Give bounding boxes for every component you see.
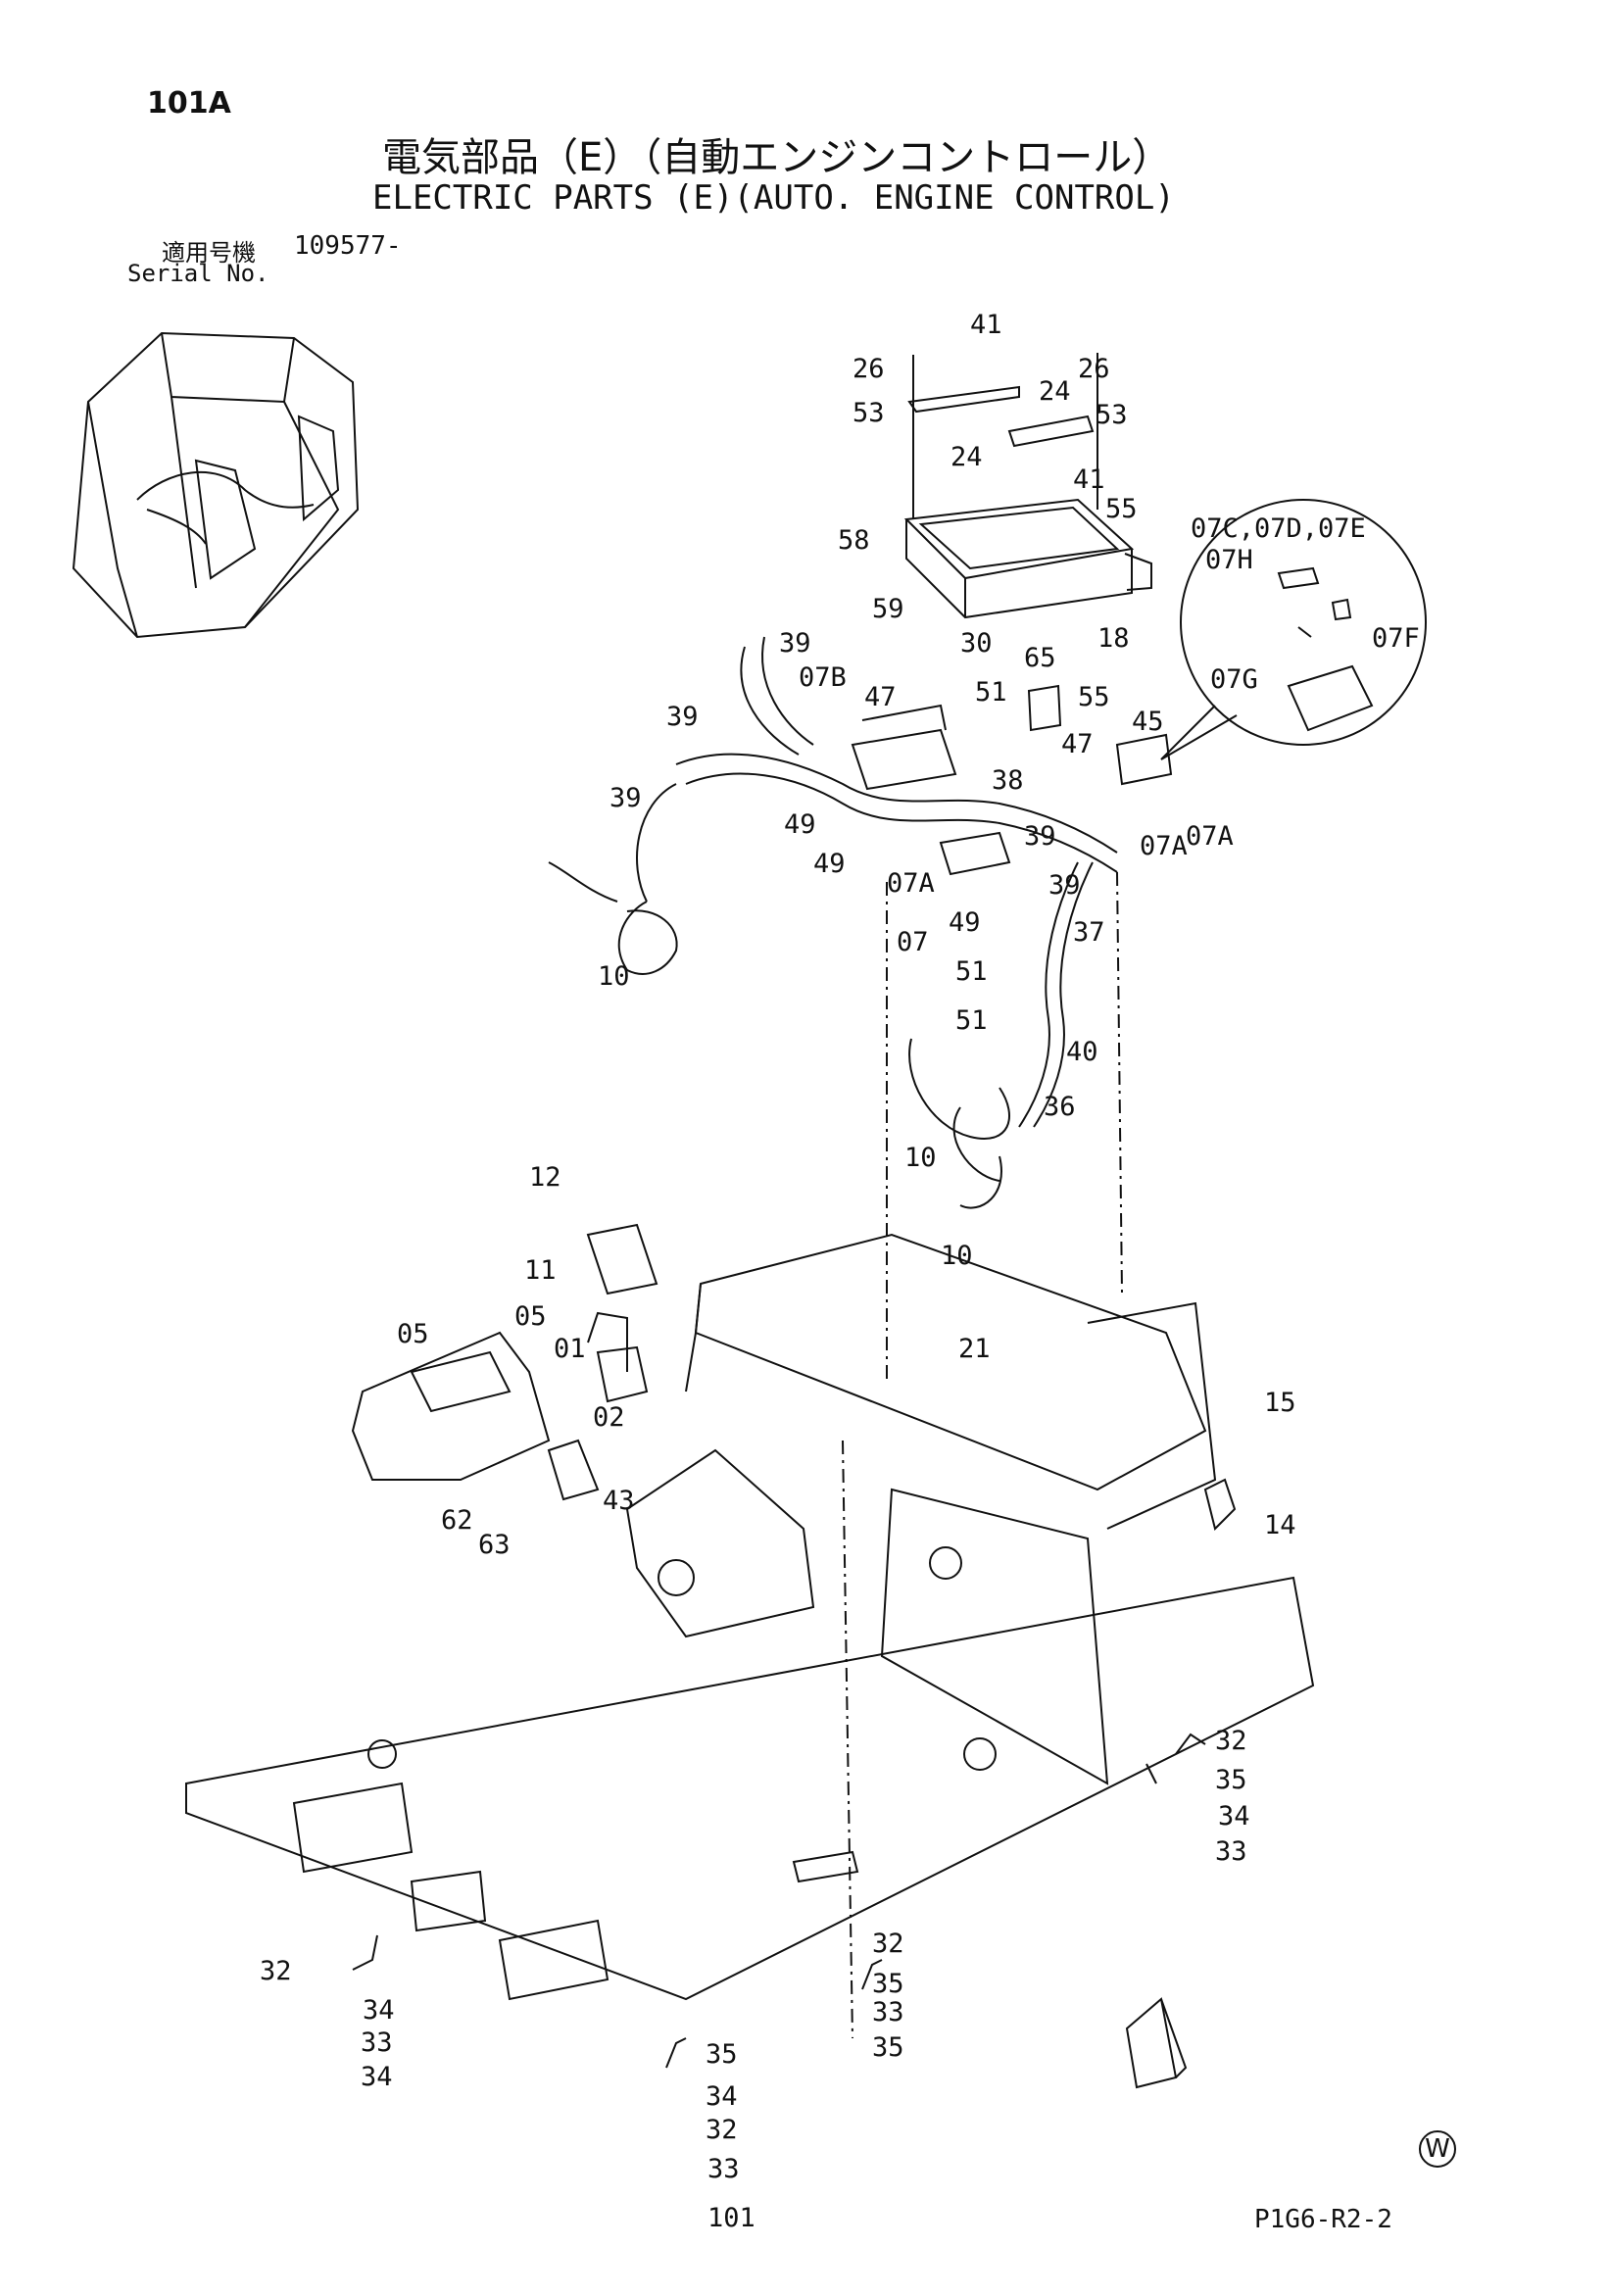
callout-label-42: 10 <box>904 1143 937 1173</box>
connector-detail-bubble <box>1160 499 1427 760</box>
callout-label-50: 01 <box>554 1334 586 1364</box>
assembly-center-lines <box>842 871 1123 2039</box>
callout-label-34: 39 <box>1048 870 1081 901</box>
callout-label-59: 34 <box>1218 1801 1250 1832</box>
serial-number-value: 109577- <box>294 231 402 261</box>
callout-label-9: 58 <box>838 525 870 556</box>
callout-label-25: 47 <box>1061 729 1094 759</box>
callout-label-61: 32 <box>260 1956 292 1986</box>
callout-label-26: 38 <box>992 765 1024 796</box>
callout-label-66: 34 <box>706 2081 738 2112</box>
serial-label-english: Serial No. <box>127 260 269 287</box>
callout-label-2: 26 <box>1078 354 1110 384</box>
serial-label-japanese: 適用号機 <box>162 239 256 267</box>
callout-label-65: 34 <box>363 1995 395 2026</box>
callout-label-10: 18 <box>1097 623 1130 654</box>
callout-label-73: 101 <box>707 2203 755 2233</box>
callout-label-11: 07C,07D,07E <box>1191 513 1366 544</box>
callout-label-39: 51 <box>955 956 988 987</box>
callout-label-46: 11 <box>524 1255 557 1286</box>
callout-label-72: 33 <box>707 2154 740 2184</box>
callout-label-7: 41 <box>1073 464 1105 495</box>
callout-label-19: 65 <box>1024 643 1056 673</box>
callout-label-52: 02 <box>593 1402 625 1433</box>
callout-label-51: 15 <box>1264 1388 1296 1418</box>
callout-label-14: 07G <box>1210 664 1258 695</box>
callout-label-13: 07F <box>1372 623 1420 654</box>
callout-label-55: 63 <box>478 1530 511 1560</box>
callout-label-49: 05 <box>514 1301 547 1332</box>
callout-label-8: 55 <box>1105 494 1138 524</box>
switch-panel <box>351 1223 1237 1531</box>
callout-label-31: 07A <box>1140 831 1188 861</box>
callout-label-32: 49 <box>813 849 846 879</box>
callout-label-36: 49 <box>949 907 981 938</box>
callout-label-5: 53 <box>1096 400 1128 430</box>
callout-label-24: 39 <box>666 702 699 732</box>
callout-label-63: 35 <box>706 2039 738 2070</box>
callout-label-41: 40 <box>1066 1037 1098 1067</box>
page-title-japanese: 電気部品（E）（自動エンジンコントロール） <box>382 135 1172 180</box>
page-number: 101A <box>147 86 231 121</box>
callout-label-12: 07H <box>1205 545 1253 575</box>
callout-label-48: 05 <box>397 1319 429 1349</box>
callout-label-69: 32 <box>706 2115 738 2145</box>
callout-label-18: 30 <box>960 628 993 659</box>
callout-label-44: 12 <box>529 1162 561 1193</box>
callout-label-45: 10 <box>941 1241 973 1271</box>
callout-label-67: 33 <box>872 1997 904 2027</box>
callout-label-20: 47 <box>864 682 897 712</box>
callout-label-71: 34 <box>361 2062 393 2092</box>
callout-label-35: 07 <box>897 927 929 957</box>
callout-label-60: 33 <box>1215 1836 1247 1867</box>
callout-label-37: 37 <box>1073 917 1105 948</box>
callout-label-56: 14 <box>1264 1510 1296 1540</box>
callout-label-47: 21 <box>958 1334 991 1364</box>
callout-label-70: 35 <box>872 2032 904 2063</box>
w-mark: W <box>1419 2130 1456 2168</box>
wire-harness <box>548 636 1173 1209</box>
callout-label-68: 33 <box>361 2027 393 2058</box>
callout-label-64: 35 <box>872 1969 904 1999</box>
manual-holder-101 <box>1125 1997 1188 2089</box>
callout-label-0: 26 <box>853 354 885 384</box>
callout-label-1: 41 <box>970 310 1002 340</box>
callout-label-22: 55 <box>1078 682 1110 712</box>
callout-label-58: 35 <box>1215 1765 1247 1795</box>
callout-label-15: 59 <box>872 594 904 624</box>
callout-label-29: 07A <box>1186 821 1234 852</box>
callout-label-40: 51 <box>955 1005 988 1036</box>
callout-label-57: 32 <box>1215 1726 1247 1756</box>
callout-label-33: 07A <box>887 868 935 899</box>
callout-label-53: 43 <box>603 1486 635 1516</box>
page-title-english: ELECTRIC PARTS (E)(AUTO. ENGINE CONTROL) <box>372 178 1175 218</box>
callout-label-54: 62 <box>441 1505 473 1536</box>
ground-straps <box>352 1733 1206 2069</box>
callout-label-3: 24 <box>1039 376 1071 407</box>
drawing-code: P1G6-R2-2 <box>1254 2205 1392 2234</box>
callout-label-6: 24 <box>950 442 983 472</box>
callout-label-23: 45 <box>1132 707 1164 737</box>
callout-label-28: 49 <box>784 809 816 840</box>
cab-floor-frame <box>185 1233 1315 2001</box>
cab-thumbnail <box>72 331 360 639</box>
callout-label-17: 07B <box>799 662 847 693</box>
callout-label-16: 39 <box>779 628 811 659</box>
callout-label-43: 36 <box>1044 1092 1076 1122</box>
callout-label-30: 39 <box>1024 821 1056 852</box>
callout-label-27: 39 <box>609 783 642 813</box>
callout-label-62: 32 <box>872 1929 904 1959</box>
controller-unit <box>903 353 1152 619</box>
callout-label-21: 51 <box>975 677 1007 708</box>
callout-label-4: 53 <box>853 398 885 428</box>
callout-label-38: 10 <box>598 961 630 992</box>
